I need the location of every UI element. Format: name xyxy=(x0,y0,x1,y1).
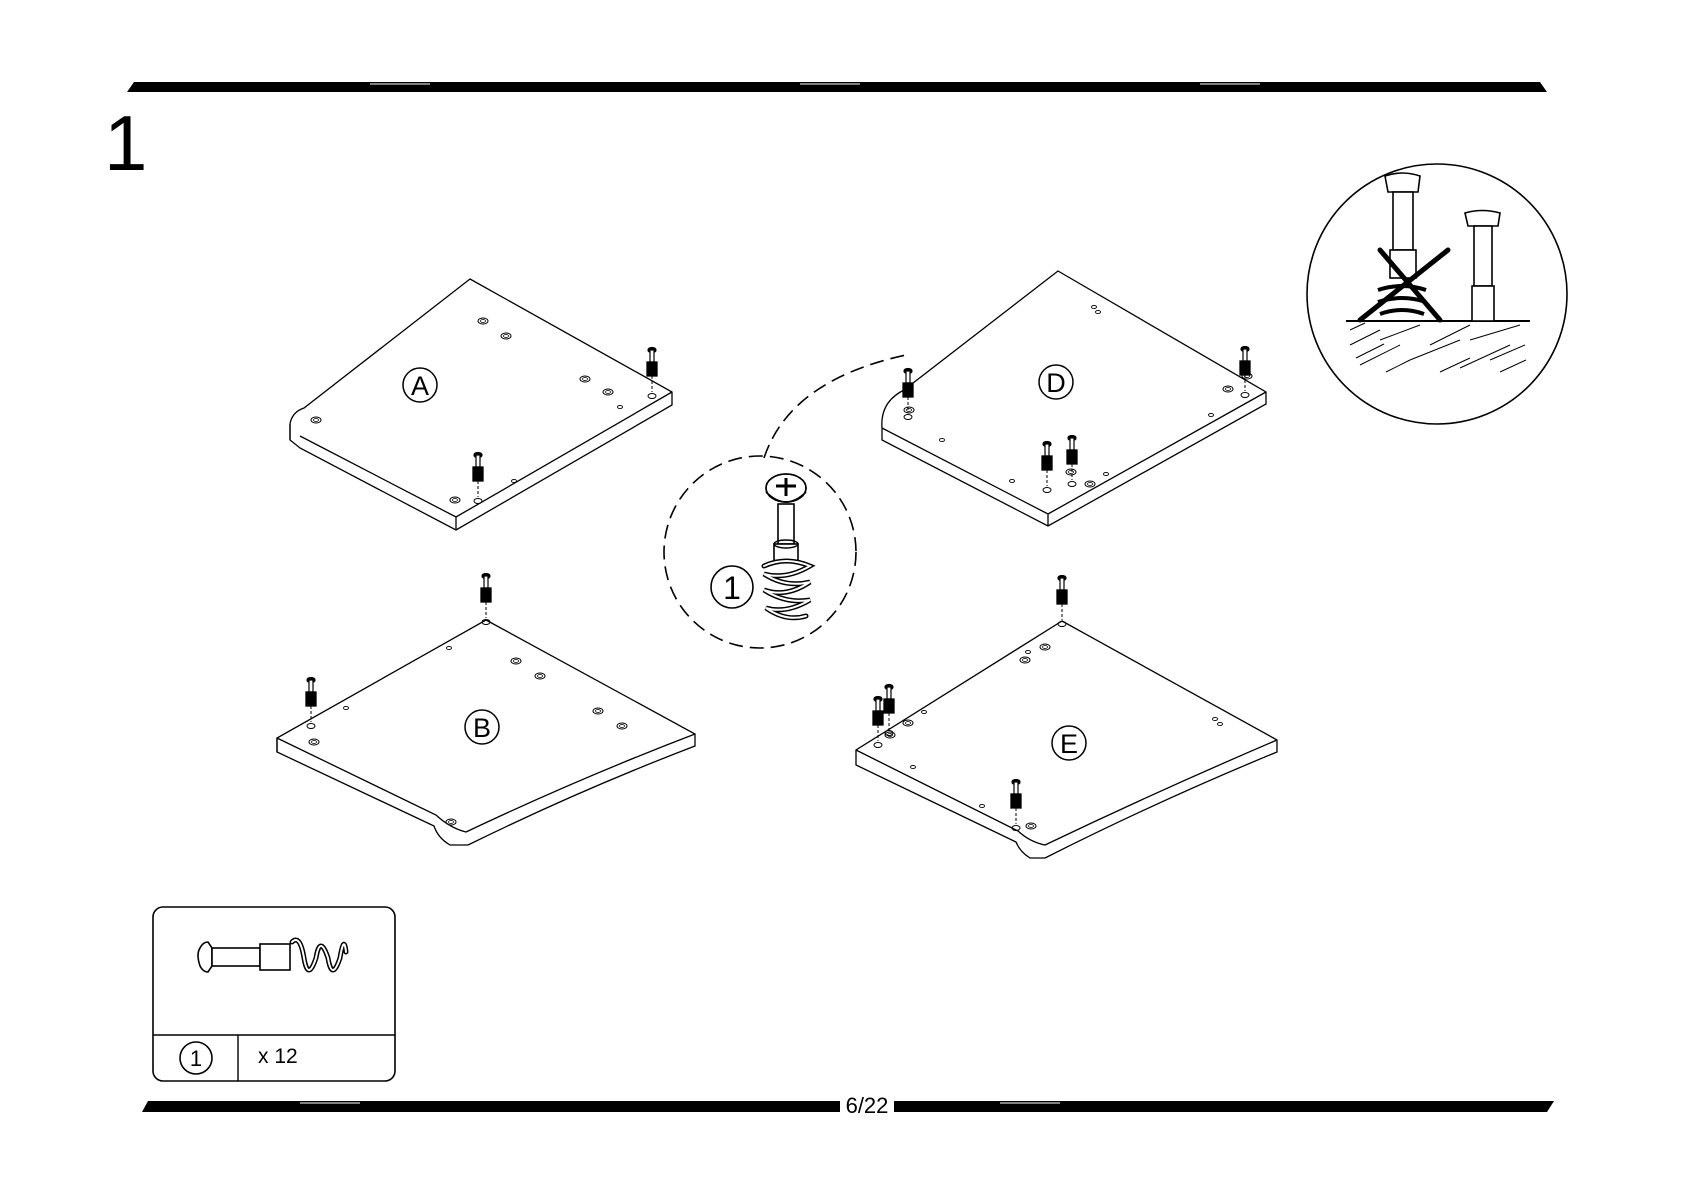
panel-e-label: E xyxy=(1052,726,1086,760)
cam-detail-callout xyxy=(664,355,906,648)
svg-text:E: E xyxy=(1060,729,1078,759)
panel-b-label: B xyxy=(465,710,499,744)
svg-text:D: D xyxy=(1046,368,1066,398)
svg-text:A: A xyxy=(411,371,429,401)
detail-part-callout: 1 xyxy=(711,566,753,608)
panel-a-label: A xyxy=(403,368,437,402)
header-rule xyxy=(127,82,1547,92)
parts-box-quantity: x 12 xyxy=(258,1045,298,1069)
panel-b xyxy=(277,574,695,846)
step-number: 1 xyxy=(104,104,147,182)
panel-e xyxy=(856,576,1277,859)
panel-d xyxy=(882,271,1266,526)
detail-part-number: 1 xyxy=(723,570,741,606)
panel-d-label: D xyxy=(1039,365,1073,399)
parts-box-part-number: 1 xyxy=(190,1046,202,1071)
depth-inset xyxy=(1307,164,1567,424)
page-number: 6/22 xyxy=(840,1094,894,1118)
panel-labels: A B D E xyxy=(403,365,1086,760)
panel-a xyxy=(290,279,672,530)
svg-text:B: B xyxy=(473,713,491,743)
